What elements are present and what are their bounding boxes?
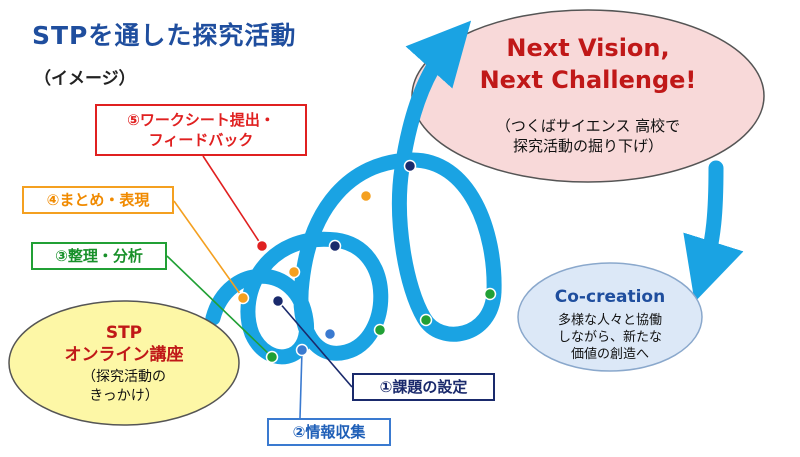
cocreation-sub3: 価値の創造へ bbox=[570, 347, 649, 362]
dot-step2 bbox=[323, 327, 337, 341]
step5-label-line1: ⑤ワークシート提出・ bbox=[127, 111, 275, 129]
stp-sub2: きっかけ） bbox=[89, 388, 159, 404]
step4-label: ④まとめ・表現 bbox=[22, 186, 174, 214]
step2-label: ②情報収集 bbox=[267, 418, 391, 446]
connector-step1 bbox=[277, 300, 353, 388]
cocreation-subtitle: 多様な人々と協働 しながら、新たな 価値の創造へ bbox=[520, 312, 700, 363]
stp-sub1: （探究活動の bbox=[82, 369, 166, 385]
step5-label: ⑤ワークシート提出・ フィードバック bbox=[95, 104, 307, 156]
step5-label-line2: フィードバック bbox=[148, 131, 254, 149]
stp-ellipse bbox=[8, 300, 240, 426]
dot-step4 bbox=[287, 265, 301, 279]
next-vision-line1: Next Vision, bbox=[506, 34, 670, 62]
connector-step4 bbox=[173, 200, 244, 299]
step3-label: ③整理・分析 bbox=[31, 242, 167, 270]
dot-step2 bbox=[295, 343, 309, 357]
dot-step3 bbox=[483, 287, 497, 301]
next-vision-line2: Next Challenge! bbox=[479, 66, 697, 94]
dot-step5 bbox=[359, 189, 373, 203]
connector-lines bbox=[166, 155, 353, 419]
connector-step5 bbox=[202, 155, 263, 247]
dot-step3 bbox=[419, 313, 433, 327]
stp-title: STP オンライン講座 bbox=[4, 322, 244, 366]
page-title: STPを通した探究活動 bbox=[32, 21, 297, 50]
page-subtitle: （イメージ） bbox=[34, 69, 136, 89]
stp-line2: オンライン講座 bbox=[64, 345, 184, 365]
cocreation-sub1: 多様な人々と協働 bbox=[557, 313, 662, 328]
next-vision-subtitle: （つくばサイエンス 高校で 探究活動の掘り下げ） bbox=[418, 116, 758, 156]
connector-step2 bbox=[299, 349, 303, 419]
next-vision-sub2: 探究活動の掘り下げ） bbox=[512, 137, 663, 155]
cocreation-sub2: しながら、新たな bbox=[557, 330, 662, 345]
stp-line1: STP bbox=[105, 323, 143, 343]
step1-label: ①課題の設定 bbox=[352, 373, 495, 401]
dot-step5 bbox=[255, 239, 269, 253]
next-vision-sub1: （つくばサイエンス 高校で bbox=[495, 117, 681, 135]
dot-step4 bbox=[236, 291, 250, 305]
dot-step1 bbox=[403, 159, 417, 173]
connector-step3 bbox=[166, 255, 273, 358]
dot-step3 bbox=[373, 323, 387, 337]
cocreation-ellipse bbox=[517, 262, 703, 372]
cocreation-title: Co-creation bbox=[554, 287, 666, 307]
spiral-dots bbox=[236, 159, 497, 364]
dot-step1 bbox=[271, 294, 285, 308]
dot-step3 bbox=[265, 350, 279, 364]
next-vision-title: Next Vision, Next Challenge! bbox=[418, 32, 758, 96]
dot-step1 bbox=[328, 239, 342, 253]
stp-subtitle: （探究活動の きっかけ） bbox=[4, 368, 244, 406]
